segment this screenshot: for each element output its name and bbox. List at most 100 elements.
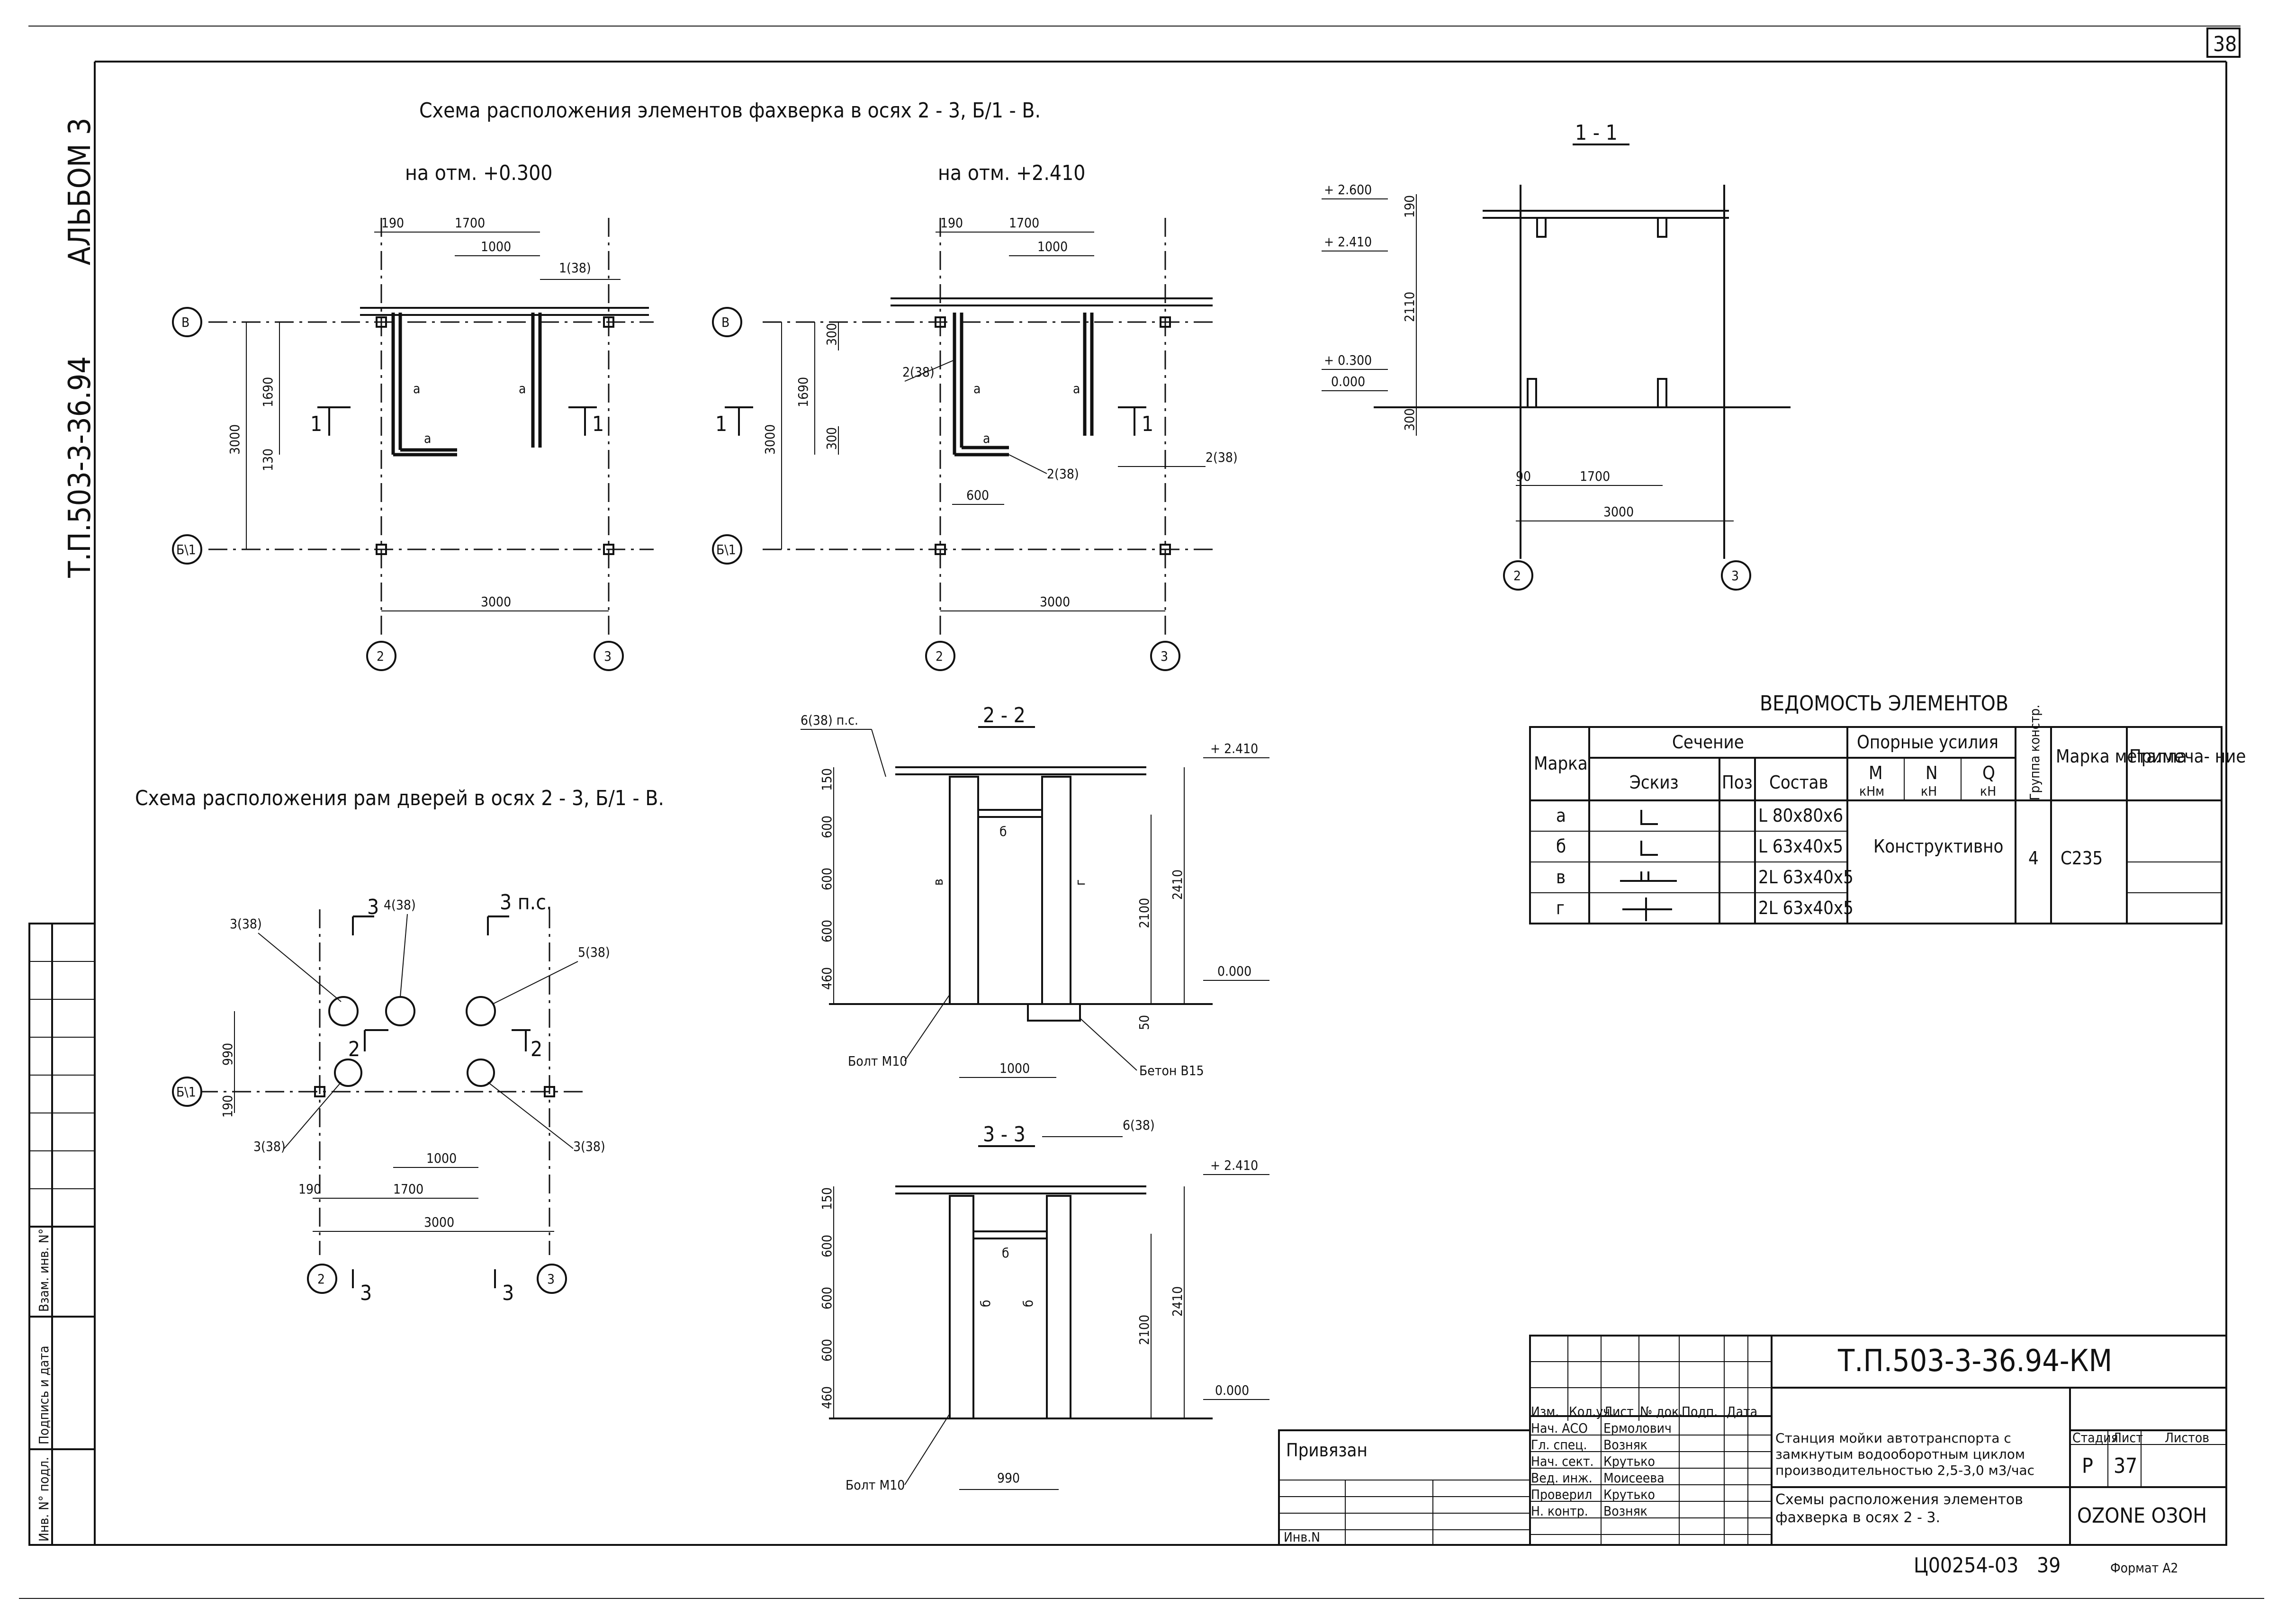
tb-name-2: Крутько xyxy=(1603,1454,1655,1469)
ref-2-38-c: 2(38) xyxy=(1206,449,1238,465)
dim-3000-h: 3000 xyxy=(481,594,511,610)
lev-2600: + 2.600 xyxy=(1324,182,1372,197)
dim-600-33c: 600 xyxy=(819,1339,835,1362)
side-stamp: АЛЬБОМ 3 Т.П.503-3-36.94 Взам. инв. N° П… xyxy=(28,117,98,1546)
format-label: Формат А2 xyxy=(2110,1560,2178,1576)
dim-1000-22: 1000 xyxy=(999,1060,1030,1076)
stamp-vzam: Взам. инв. N° xyxy=(36,1229,52,1312)
axis-2-label-r: 2 xyxy=(936,648,943,664)
dim-3000-v: 3000 xyxy=(227,424,243,455)
row-v-marka: в xyxy=(1556,867,1566,888)
dim-300-v-r2: 300 xyxy=(824,427,839,450)
th-m-unit: кНм xyxy=(1859,783,1884,799)
row-b-marka: б xyxy=(1556,836,1566,857)
tb-h-izm: Изм. xyxy=(1531,1404,1559,1419)
tb-h-koluch: Кол.уч. xyxy=(1569,1404,1614,1419)
tb-role-2: Нач. сект. xyxy=(1531,1454,1594,1469)
dim-190-r: 190 xyxy=(940,215,963,231)
ref-3-38-br: 3(38) xyxy=(573,1139,605,1154)
plan-title: Схема расположения элементов фахверка в … xyxy=(419,99,1041,123)
tb-h-list: Лист xyxy=(1603,1404,1634,1419)
dim-300-11: 300 xyxy=(1402,408,1417,431)
dim-190-d: 190 xyxy=(298,1181,321,1197)
dim-600-33a: 600 xyxy=(819,1235,835,1257)
dim-190-d-v: 190 xyxy=(220,1095,235,1118)
sheet-number: 38 xyxy=(2213,32,2237,56)
dim-2110-11: 2110 xyxy=(1402,292,1417,322)
dim-2410-33: 2410 xyxy=(1170,1286,1185,1317)
tb-name-1: Возняк xyxy=(1603,1437,1647,1453)
sheet-frame: 38 xyxy=(19,26,2264,1599)
ref-4-38: 4(38) xyxy=(384,897,416,913)
mark-a-left-2: а xyxy=(519,381,526,396)
section-33-title: 3 - 3 xyxy=(983,1122,1026,1147)
ref-3-38-bl: 3(38) xyxy=(253,1139,286,1154)
axis-3-label: 3 xyxy=(604,648,612,664)
dim-1690-v-r: 1690 xyxy=(795,377,811,407)
title-block: Т.П.503-3-36.94-КМ Изм. Кол.уч. Лист № д… xyxy=(1278,1335,2227,1546)
cut-2-right: 2 xyxy=(531,1037,542,1061)
lev-top-22: + 2.410 xyxy=(1210,741,1258,756)
ref-6-38: 6(38) xyxy=(1123,1117,1155,1133)
tb-name-0: Ермолович xyxy=(1603,1420,1672,1436)
dim-1700-d: 1700 xyxy=(393,1181,423,1197)
lev-2410: + 2.410 xyxy=(1324,234,1372,250)
handwritten-page: 39 xyxy=(2037,1553,2061,1578)
ref-3-38-top: 3(38) xyxy=(230,916,262,932)
axis-v-label-r: В xyxy=(721,314,729,330)
tb-name-4: Крутько xyxy=(1603,1487,1655,1502)
cut-1-left-r: 1 xyxy=(715,412,727,436)
dim-190: 190 xyxy=(381,215,404,231)
cut-1-right: 1 xyxy=(592,412,604,436)
mark-b-33a: б xyxy=(1002,1245,1009,1261)
axis-b1-d: Б\1 xyxy=(176,1084,196,1100)
plan-left-subtitle: на отм. +0.300 xyxy=(405,161,552,185)
bolt-22: Болт М10 xyxy=(848,1053,907,1069)
concrete-22: Бетон В15 xyxy=(1139,1063,1204,1078)
th-q: Q xyxy=(1982,763,1995,783)
mark-a-right-2: а xyxy=(1073,381,1080,396)
dim-150-22: 150 xyxy=(819,768,835,791)
cut-2-left: 2 xyxy=(348,1037,360,1061)
th-n-unit: кН xyxy=(1921,783,1937,799)
dim-600-22a: 600 xyxy=(819,816,835,838)
dim-3000-h-r: 3000 xyxy=(1040,594,1070,610)
tb-privyazan: Привязан xyxy=(1286,1440,1368,1461)
plan-right: а а а 190 1700 1000 3000 1690 300 300 2(… xyxy=(712,215,1238,671)
dim-1700: 1700 xyxy=(455,215,485,231)
mark-g-22: г xyxy=(1072,879,1088,886)
dim-1700-r: 1700 xyxy=(1009,215,1039,231)
tb-drawing: Схемы расположения элементов фахверка в … xyxy=(1775,1491,2023,1526)
axis-b1-label: Б\1 xyxy=(176,542,196,557)
th-prim: Примеча- ние xyxy=(2129,746,2246,767)
tb-h-podp: Подп. xyxy=(1682,1404,1718,1419)
dim-90-11: 90 xyxy=(1516,468,1531,484)
dim-2100-33: 2100 xyxy=(1136,1315,1152,1345)
bolt-33: Болт М10 xyxy=(846,1477,905,1493)
dim-130-v: 130 xyxy=(260,449,276,471)
ref-2-38-b: 2(38) xyxy=(1047,466,1079,482)
dim-1000-d: 1000 xyxy=(426,1150,457,1166)
stamp-inv-podl: Инв. N° подл. xyxy=(36,1457,52,1542)
section-22-title: 2 - 2 xyxy=(983,703,1026,727)
dim-150-33: 150 xyxy=(819,1187,835,1210)
dim-990-33: 990 xyxy=(997,1470,1020,1486)
mark-a-right-3: а xyxy=(983,431,990,446)
cut-1-right-r: 1 xyxy=(1142,412,1153,436)
dim-2410-22: 2410 xyxy=(1170,870,1185,900)
tb-h-stadiya: Стадия xyxy=(2072,1430,2118,1445)
row-a-sostav: L 80х80х6 xyxy=(1758,805,1843,826)
handwritten-code: Ц00254-03 xyxy=(1914,1553,2018,1578)
side-project-code: Т.П.503-3-36.94 xyxy=(63,356,98,578)
album-label: АЛЬБОМ 3 xyxy=(63,117,98,265)
tb-list: 37 xyxy=(2114,1454,2137,1478)
row-a-marka: а xyxy=(1556,805,1566,826)
ref-5-38: 5(38) xyxy=(578,944,610,960)
tb-h-listov: Листов xyxy=(2165,1430,2209,1445)
lev-0300: + 0.300 xyxy=(1324,352,1372,368)
ref-1-38: 1(38) xyxy=(559,260,591,276)
th-sostav: Состав xyxy=(1769,772,1828,793)
dim-600: 600 xyxy=(966,487,989,503)
elements-table: ВЕДОМОСТЬ ЭЛЕМЕНТОВ Марка Сечение Эскиз … xyxy=(1529,691,2246,924)
tb-project: Станция мойки автотранспорта с замкнутым… xyxy=(1775,1430,2035,1478)
